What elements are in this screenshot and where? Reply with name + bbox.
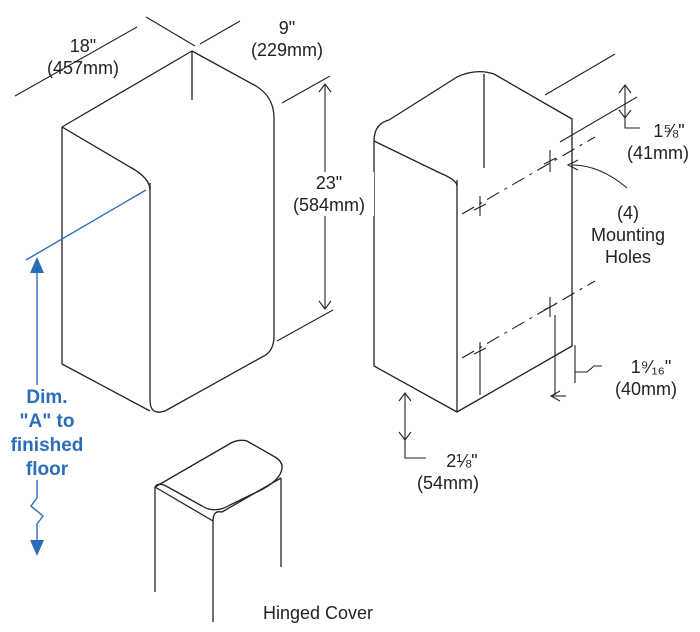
dim-a-label: Dim. "A" to finished floor xyxy=(0,386,94,482)
dim-a-line4: floor xyxy=(25,459,69,480)
depth-mm: (229mm) xyxy=(250,40,323,60)
side-hole-inches: 1⁹⁄₁₆" xyxy=(630,357,672,377)
hinged-cover-caption: Hinged Cover xyxy=(248,602,388,624)
holes-line1: Mounting xyxy=(590,225,666,245)
height-inches: 23" xyxy=(315,173,343,193)
dimension-lines-right xyxy=(398,53,640,459)
bottom-hole-offset-label: 2⅛" (54mm) xyxy=(400,450,496,494)
width-mm: (457mm) xyxy=(46,58,119,78)
receptacle-back-view xyxy=(373,70,596,413)
holes-count: (4) xyxy=(617,203,639,223)
holes-line2: Holes xyxy=(604,247,652,267)
side-hole-mm: (40mm) xyxy=(615,379,677,399)
dim-a-line3: finished xyxy=(10,435,84,456)
bottom-hole-inches: 2⅛" xyxy=(446,451,478,471)
dim-a-line2: "A" to xyxy=(19,411,75,432)
top-hole-mm: (41mm) xyxy=(627,143,689,163)
dim-a-indicator xyxy=(25,189,147,556)
top-hole-offset-label: 1⅝" (41mm) xyxy=(616,120,700,164)
depth-inches: 9" xyxy=(278,18,296,38)
mounting-holes-label: (4) Mounting Holes xyxy=(578,202,678,268)
receptacle-front-view xyxy=(61,50,275,413)
hinged-cover xyxy=(154,439,283,622)
dim-a-line1: Dim. xyxy=(26,387,68,408)
top-hole-inches: 1⅝" xyxy=(653,121,685,141)
height-label: 23" (584mm) xyxy=(284,172,374,216)
width-label: 18" (457mm) xyxy=(38,35,128,79)
side-hole-offset-label: 1⁹⁄₁₆" (40mm) xyxy=(596,356,696,400)
hinged-cover-text: Hinged Cover xyxy=(262,603,374,623)
bottom-hole-mm: (54mm) xyxy=(417,473,479,493)
width-inches: 18" xyxy=(69,36,97,56)
height-mm: (584mm) xyxy=(292,195,365,215)
depth-label: 9" (229mm) xyxy=(242,17,332,61)
